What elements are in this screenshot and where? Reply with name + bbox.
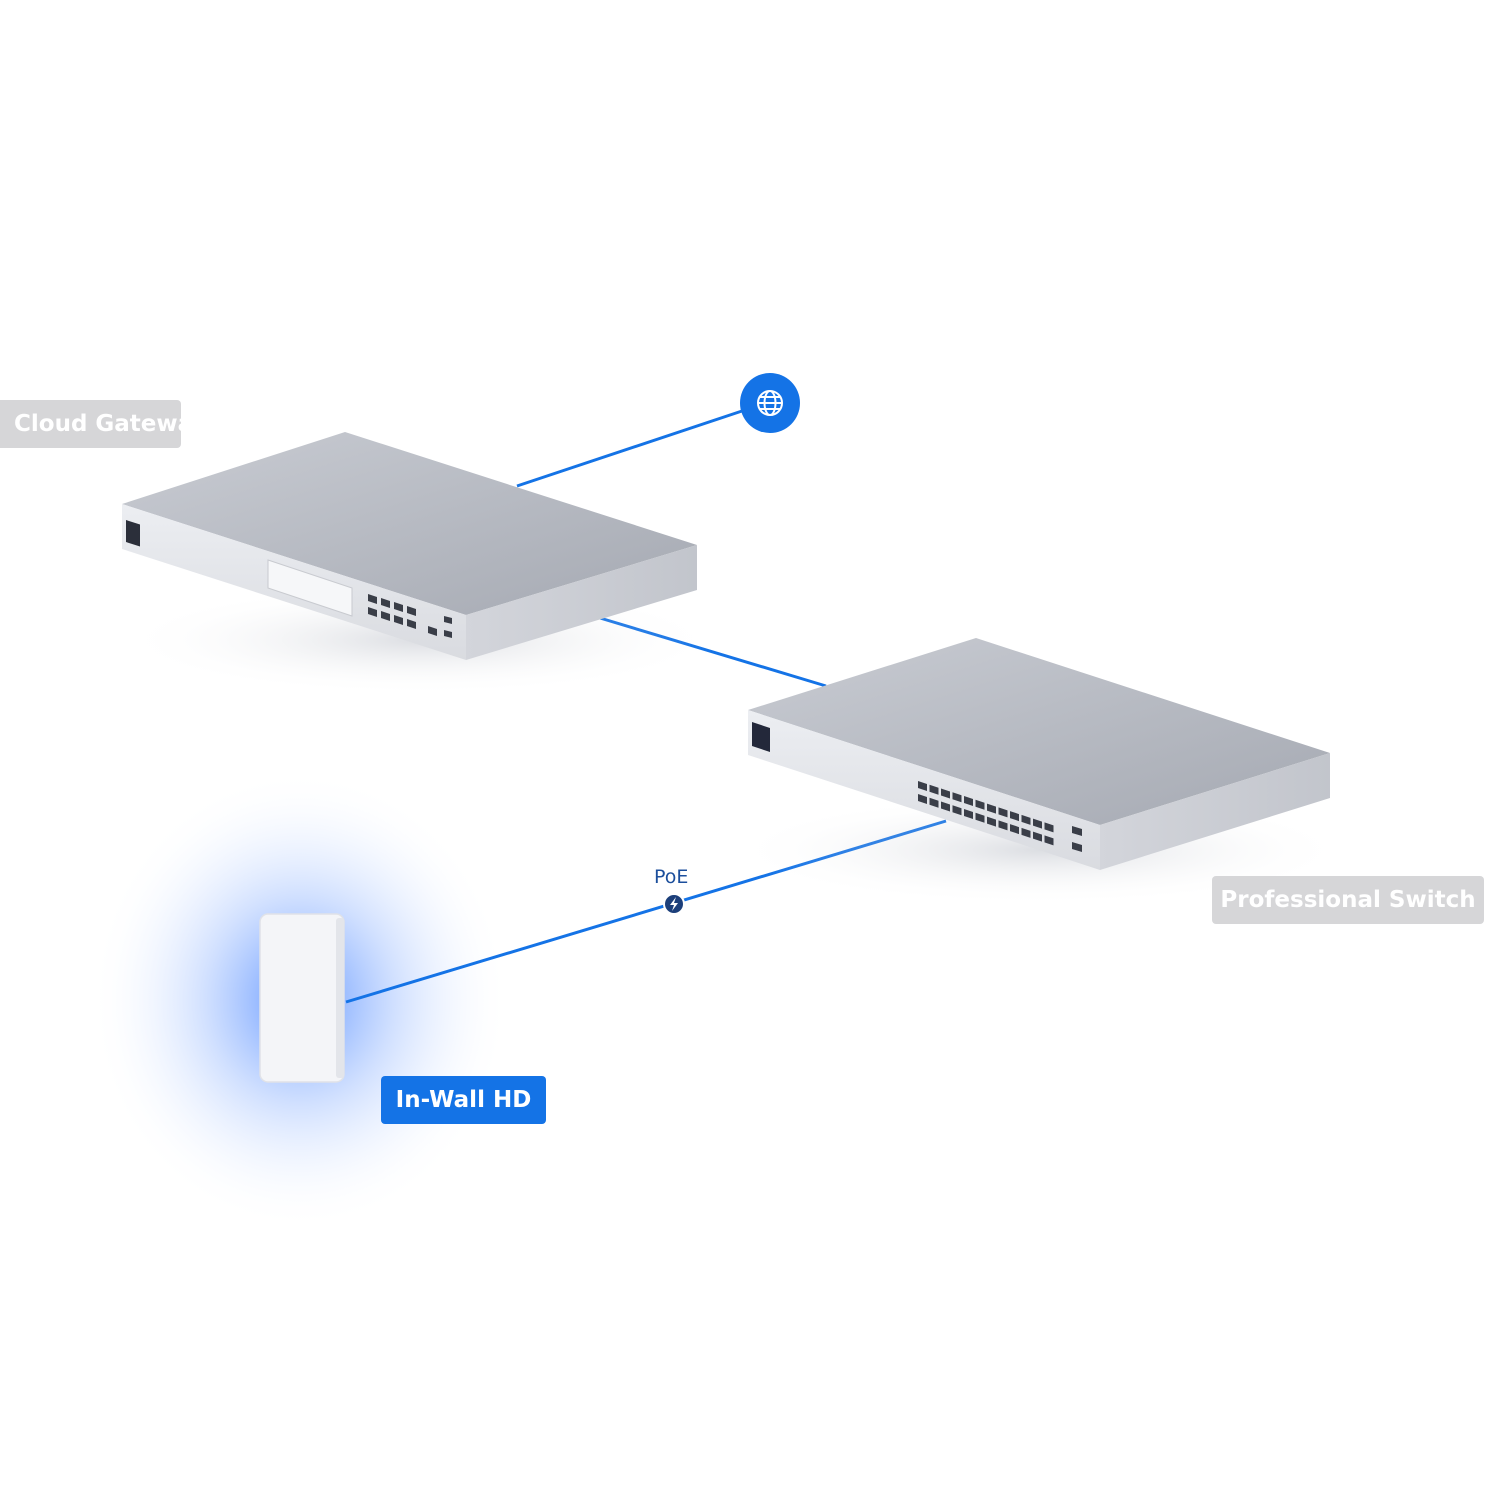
switch-port <box>1021 827 1031 838</box>
internet-badge[interactable] <box>740 373 800 433</box>
switch-port <box>987 803 996 814</box>
switch-port <box>918 781 927 791</box>
internet-link <box>516 403 761 488</box>
switch-port <box>998 807 1008 818</box>
switch-port <box>1033 818 1042 829</box>
switch-display <box>752 722 770 752</box>
access-point-side <box>336 918 344 1078</box>
switch-port <box>952 805 962 816</box>
gateway-top-face <box>122 432 697 615</box>
access-point-label[interactable]: In-Wall HD <box>381 1076 546 1124</box>
switch-port <box>941 801 950 812</box>
switch-label[interactable]: Professional Switch <box>1212 876 1484 924</box>
professional-switch-device[interactable] <box>748 638 1330 870</box>
switch-port <box>998 820 1008 831</box>
switch-sfp-1 <box>1072 826 1082 836</box>
switch-port <box>952 792 962 803</box>
cloud-gateway-device[interactable] <box>122 432 697 660</box>
switch-port <box>941 788 950 799</box>
switch-port <box>987 816 996 827</box>
switch-port <box>975 812 985 823</box>
switch-side-face <box>1100 753 1330 870</box>
switch-port <box>1044 822 1054 833</box>
switch-port <box>964 796 973 807</box>
poe-badge[interactable] <box>663 893 685 915</box>
gateway-ports <box>368 594 452 638</box>
switch-port <box>1010 824 1019 835</box>
in-wall-hd-device[interactable] <box>259 913 345 1083</box>
switch-port <box>929 784 939 795</box>
switch-port <box>918 794 927 804</box>
switch-port <box>1044 835 1054 846</box>
switch-sfp-2 <box>1072 842 1082 852</box>
access-point-body <box>259 913 345 1083</box>
switch-port <box>1010 811 1019 822</box>
switch-port <box>975 799 985 810</box>
switch-ports <box>918 781 1054 846</box>
gateway-side-face <box>466 545 697 660</box>
switch-port <box>964 809 973 820</box>
switch-top-face <box>748 638 1330 825</box>
gateway-drive-bay <box>267 559 353 617</box>
switch-port <box>929 797 939 808</box>
lightning-bolt-icon <box>670 897 678 911</box>
gateway-display <box>126 520 140 547</box>
globe-icon <box>757 390 783 416</box>
poe-label: PoE <box>654 866 689 888</box>
switch-port <box>1033 831 1042 842</box>
gateway-label[interactable]: Cloud Gateway <box>0 400 181 448</box>
switch-port <box>1021 814 1031 825</box>
